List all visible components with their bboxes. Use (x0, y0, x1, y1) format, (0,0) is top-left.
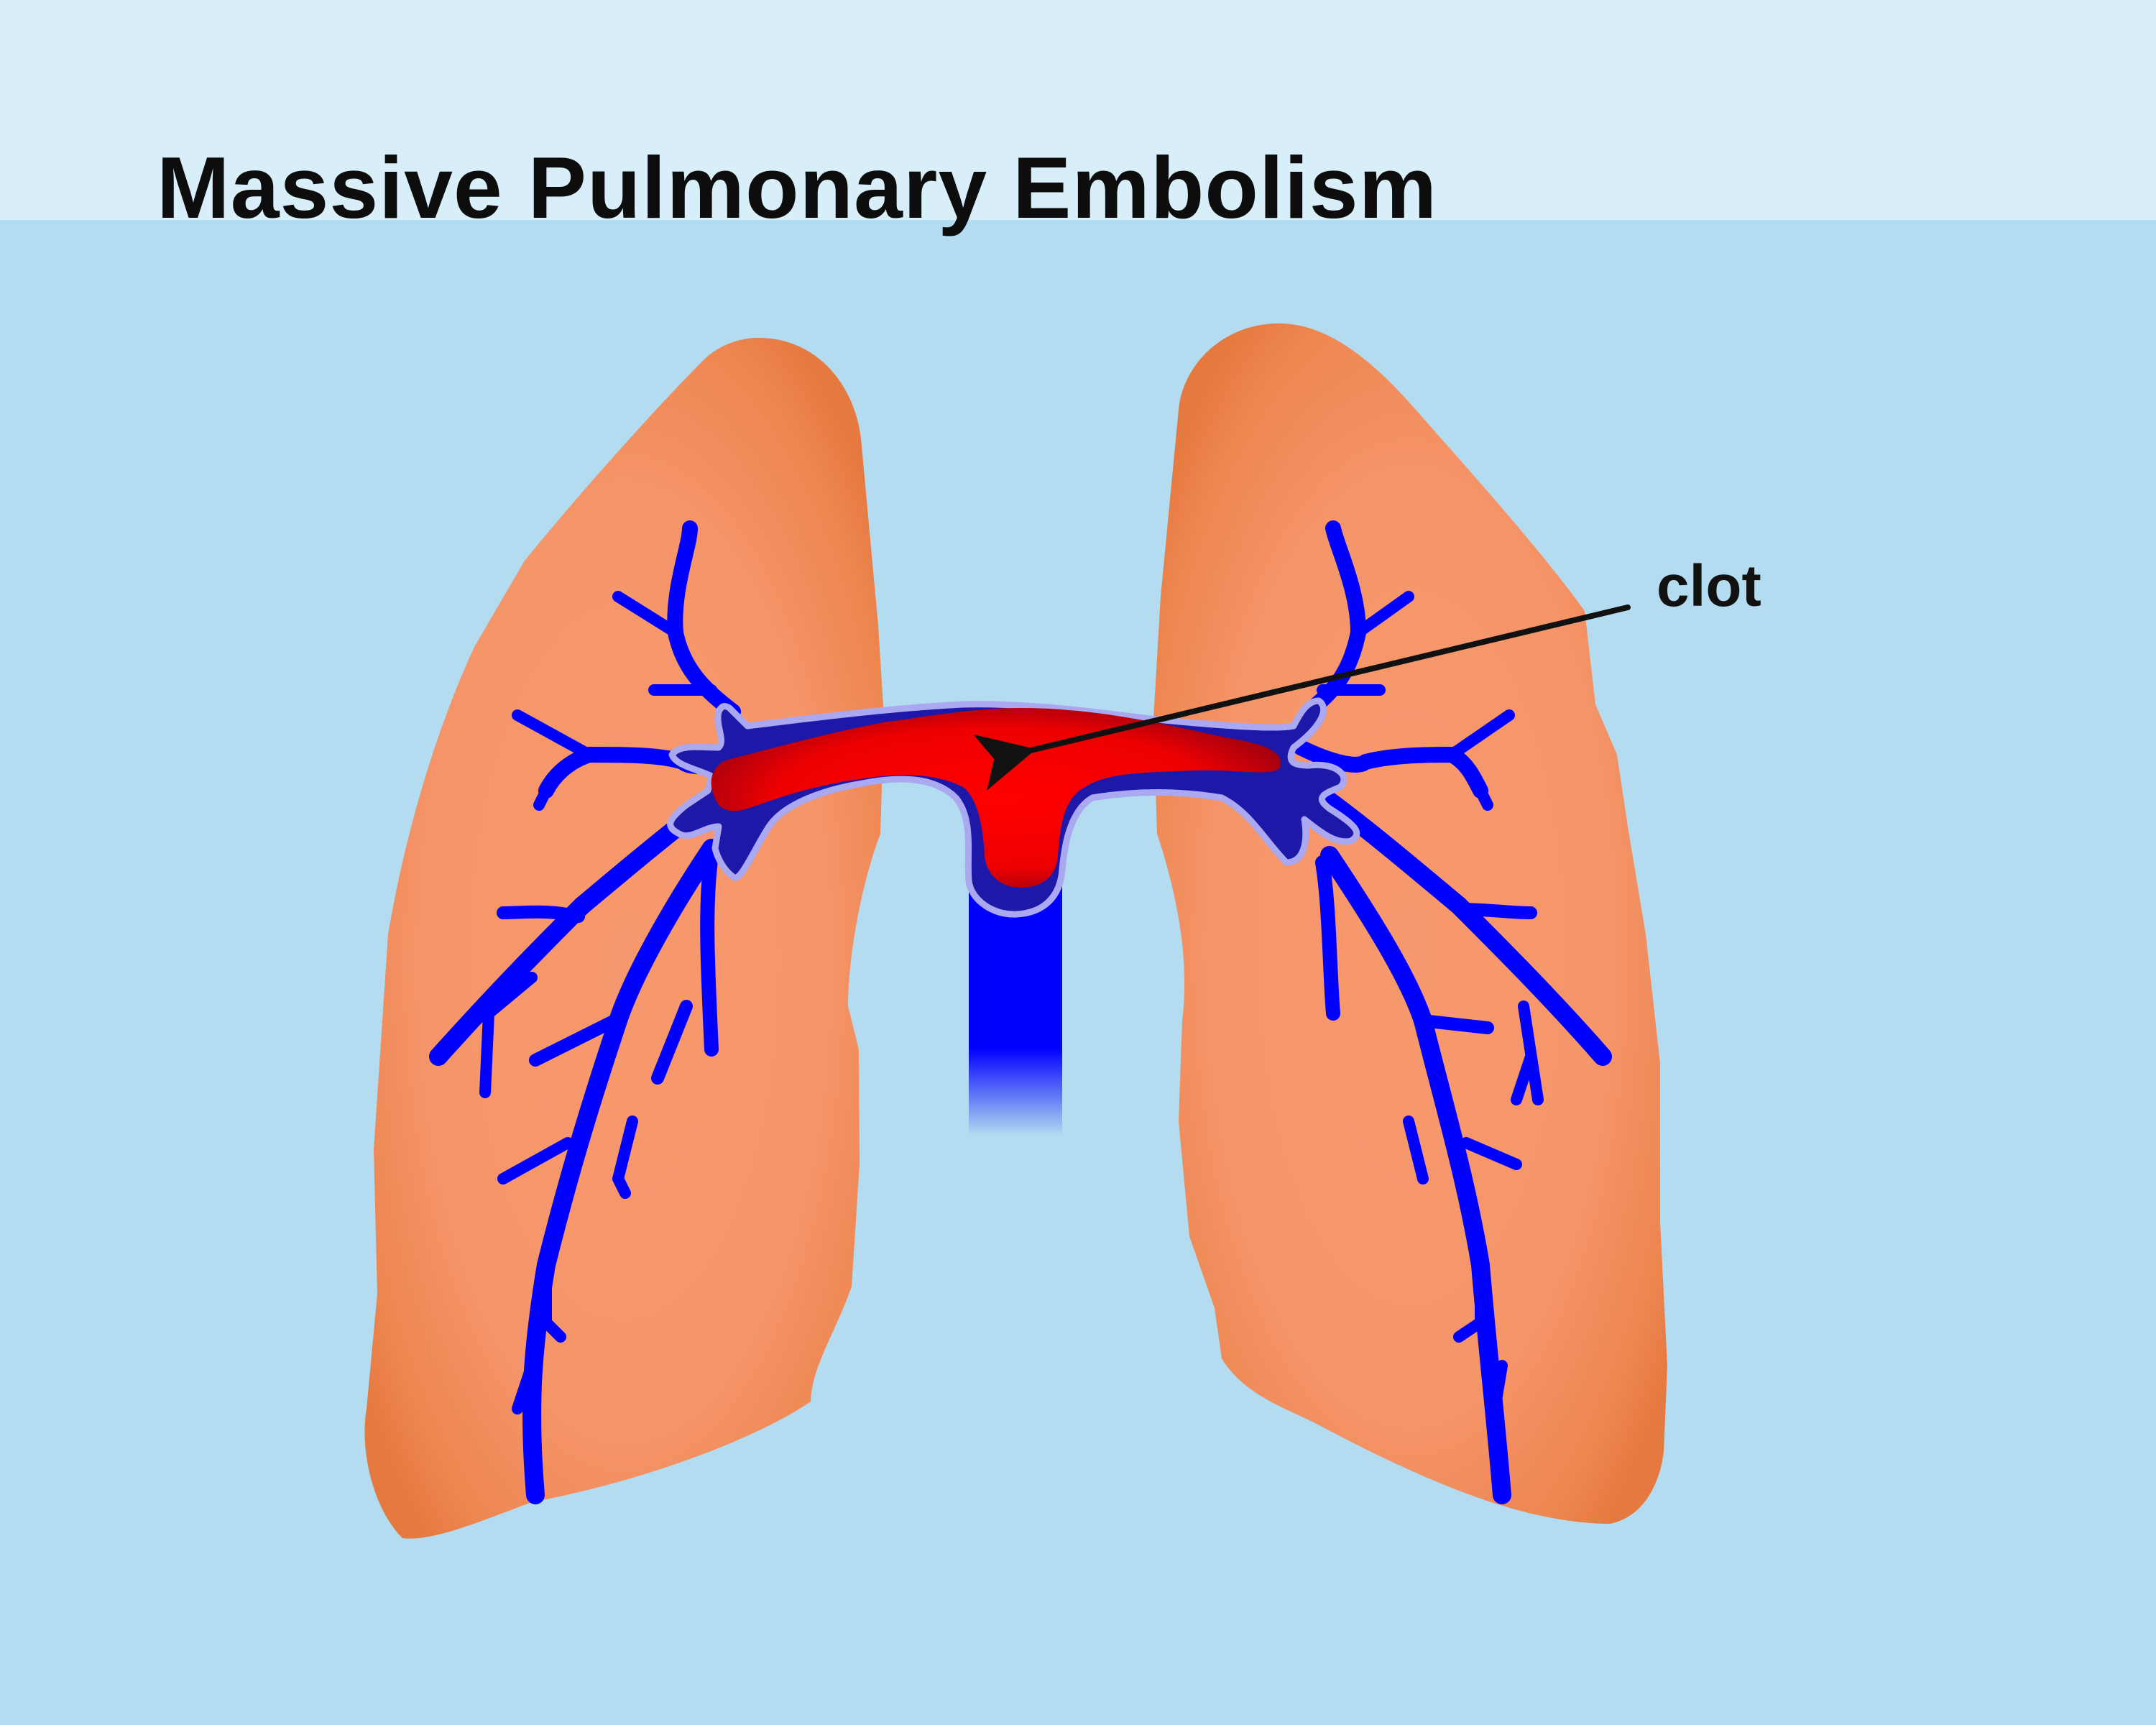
left-lung (364, 338, 884, 1539)
clot-pointer-arrow (973, 604, 1631, 791)
right-pulmonary-branches (1293, 520, 1612, 1504)
header-band (0, 0, 2156, 220)
diagram-title: Massive Pulmonary Embolism (157, 139, 1438, 236)
clot-label: clot (1657, 553, 1761, 619)
right-lung (1153, 323, 1667, 1524)
clot (711, 708, 1281, 888)
